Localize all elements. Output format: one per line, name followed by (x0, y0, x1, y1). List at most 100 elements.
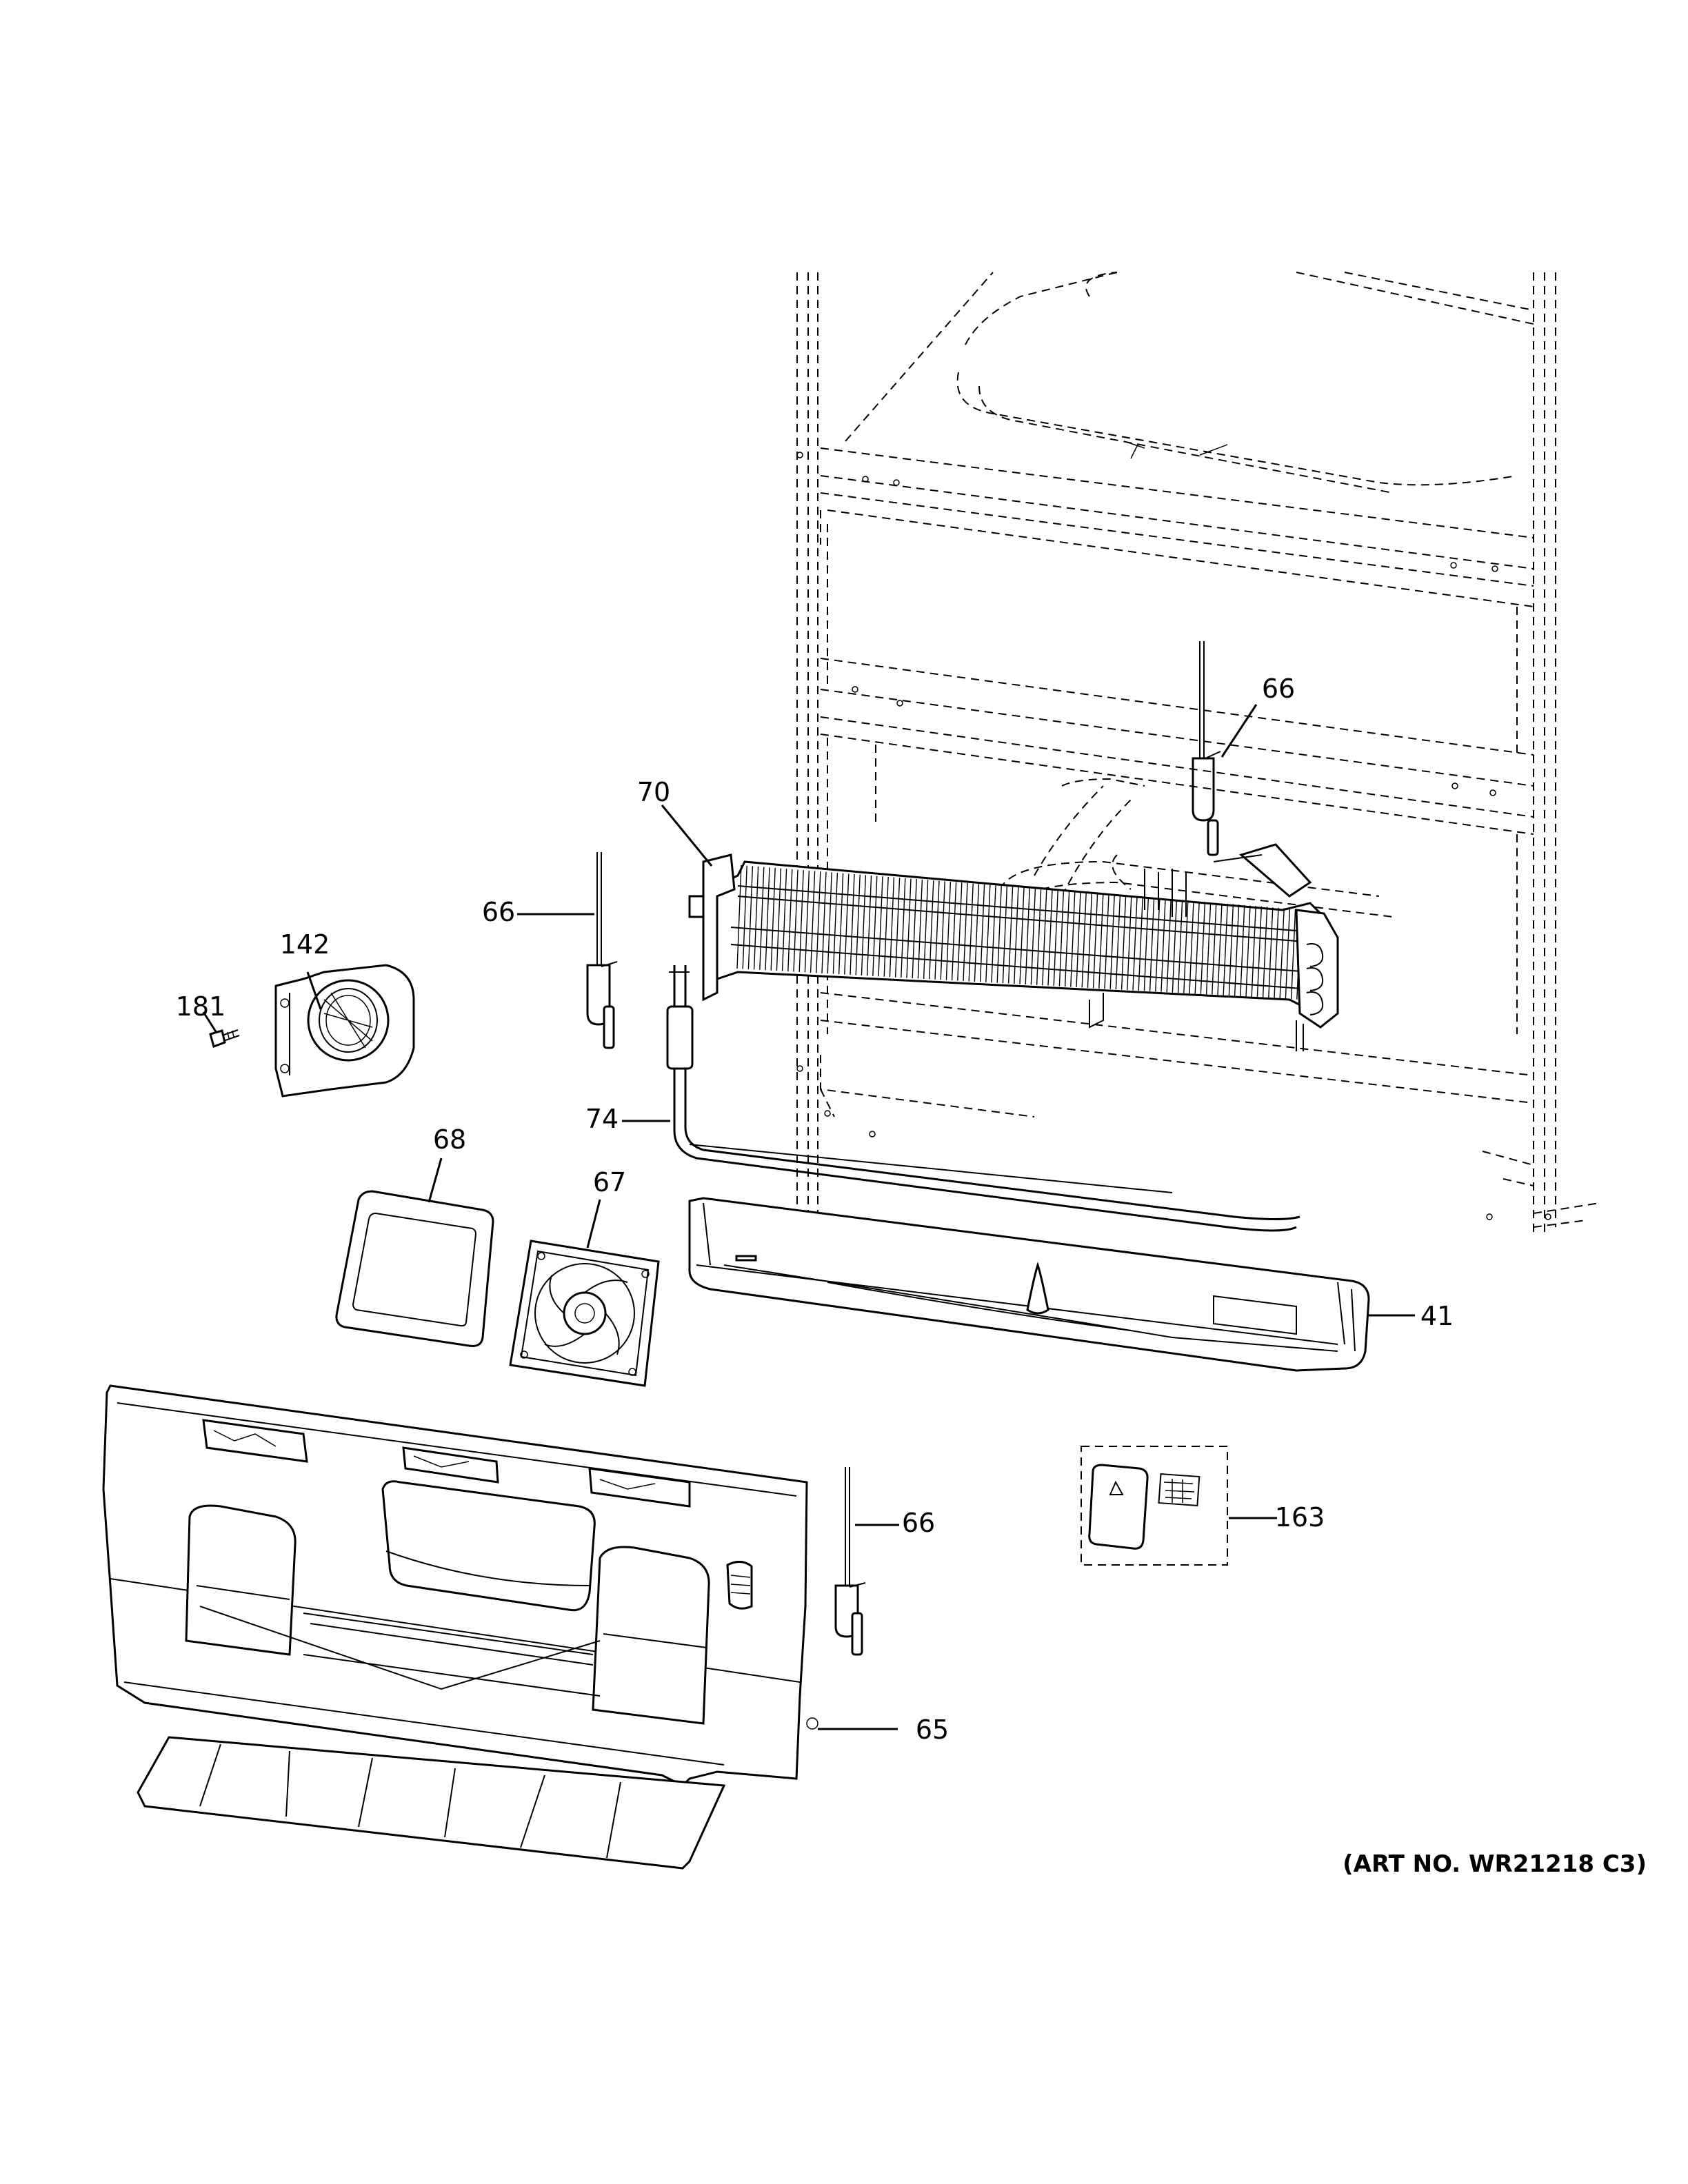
evaporator-fin (991, 885, 996, 983)
evaporator-fin (894, 878, 901, 978)
evaporator-fin (1274, 907, 1279, 998)
evaporator-fin (804, 870, 810, 973)
evaporator-fins (736, 865, 1302, 1000)
callout-65: 65 (916, 1715, 949, 1745)
evaporator-fin (1127, 896, 1132, 991)
evaporator-fin (1014, 887, 1019, 984)
evaporator-fin (1047, 889, 1053, 986)
evaporator-fin (747, 866, 754, 969)
air-return-louvers (137, 1736, 726, 1870)
evaporator-fin (1092, 893, 1098, 989)
evaporator-fin (1019, 887, 1025, 984)
evaporator-fin (1143, 897, 1149, 991)
evaporator-fin (787, 869, 793, 972)
callout-68: 68 (433, 1124, 466, 1155)
evaporator-fin (1194, 901, 1200, 994)
evaporator-fin (1234, 904, 1240, 996)
evaporator-fin (934, 880, 940, 980)
evaporator-fin (1183, 900, 1189, 993)
evaporator-fin (1115, 895, 1121, 990)
evaporator-fin (1290, 909, 1296, 1000)
evaporator-fin (1076, 891, 1081, 988)
evaporator-fin (878, 876, 883, 977)
callout-70: 70 (637, 777, 670, 807)
evaporator-fin (1262, 907, 1268, 998)
evaporator-fin (827, 872, 832, 974)
evaporator-fin (923, 880, 929, 979)
evaporator-fin (753, 866, 759, 970)
evaporator-fin (1042, 889, 1047, 986)
evaporator-fin (1228, 904, 1234, 996)
evaporator-fin (929, 880, 934, 980)
evaporator-fin (1138, 897, 1143, 991)
evaporator-fin (742, 865, 747, 969)
evaporator-fin (1025, 888, 1030, 984)
callout-74: 74 (585, 1104, 619, 1134)
evaporator-fin (1285, 909, 1291, 999)
evaporator-fin (889, 877, 895, 978)
evaporator-fin (1149, 898, 1155, 991)
evaporator-fin (832, 873, 838, 974)
evaporator-fin (793, 869, 798, 972)
art-number: (ART NO. WR21218 C3) (1343, 1850, 1647, 1878)
fan-shroud-housing (274, 964, 415, 1098)
evaporator-fin (906, 878, 912, 978)
evaporator-fin (1177, 900, 1183, 993)
evaporator-fin (1002, 886, 1008, 984)
evaporator-fin (1087, 893, 1093, 988)
drain-pan (688, 1197, 1370, 1372)
evaporator-fin (1223, 903, 1228, 995)
evaporator-fin (1245, 905, 1251, 997)
sensor-clip-left (586, 852, 618, 1049)
evaporator-fin (974, 884, 980, 982)
evaporator-fin (996, 885, 1002, 983)
evaporator-fin (1036, 889, 1042, 985)
evaporator-fin (979, 884, 985, 982)
evaporator-fin (945, 882, 952, 980)
evaporator-fin (1172, 900, 1178, 993)
evaporator-fin (844, 873, 850, 975)
sensor-clip-bottom (834, 1467, 866, 1656)
evaporator-fin (781, 869, 787, 971)
evaporator-fin (838, 873, 844, 975)
evaporator-fin (776, 868, 782, 971)
sensor-clip-top (1192, 641, 1221, 856)
evaporator-fin (1160, 898, 1166, 992)
evaporator-cover-panel (102, 1384, 818, 1787)
control-board-kit (1081, 1446, 1228, 1566)
evaporator-fin (821, 871, 827, 973)
callout-41: 41 (1420, 1301, 1454, 1331)
evaporator-fin (798, 870, 804, 972)
evaporator-fin (917, 879, 923, 979)
evaporator-fin (1064, 891, 1070, 987)
evaporator-fin (901, 878, 906, 978)
evaporator-fin (1212, 902, 1217, 995)
evaporator-fin (861, 875, 867, 975)
callout-142: 142 (280, 929, 330, 960)
evaporator-fin (1189, 900, 1194, 994)
evaporator-fin (1205, 902, 1212, 995)
callout-66-left: 66 (482, 897, 515, 927)
evaporator-fin (1251, 906, 1256, 997)
evaporator-fin (1058, 891, 1065, 987)
evaporator-fin (1053, 890, 1058, 987)
evaporator-fin (1155, 898, 1160, 992)
evaporator-fin (1279, 908, 1285, 999)
fan-gasket (335, 1190, 494, 1347)
leader-lines (202, 704, 1415, 1730)
evaporator-fin (1240, 904, 1245, 997)
evaporator-fin (957, 882, 963, 981)
evaporator-fin (1070, 891, 1076, 987)
evaporator-fin (1256, 906, 1263, 998)
defrost-heater-tube (666, 965, 1300, 1232)
callout-66-top: 66 (1262, 674, 1295, 704)
evaporator-fin (883, 876, 889, 977)
callout-66-bottom: 66 (902, 1508, 935, 1538)
evaporator-fin (759, 867, 765, 970)
screw (209, 1029, 240, 1048)
evaporator-fin (1268, 907, 1274, 998)
evaporator-fin (985, 884, 991, 982)
evaporator-fin (1030, 888, 1036, 985)
evaporator-fin (770, 867, 776, 971)
evaporator-fin (940, 881, 945, 980)
